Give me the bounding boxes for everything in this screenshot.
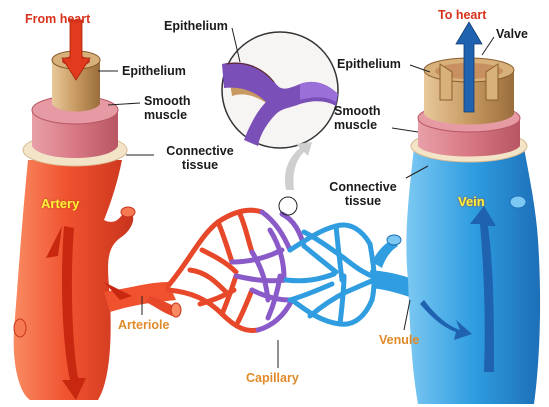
artery-connective-line1: Connective	[166, 144, 233, 158]
artery-label: Artery	[41, 197, 79, 211]
artery-epithelium-label: Epithelium	[122, 64, 186, 78]
arteriole-label: Arteriole	[118, 318, 169, 332]
to-heart-label: To heart	[438, 8, 486, 22]
artery-connective-line2: tissue	[182, 158, 218, 172]
vein-connective-line1: Connective	[329, 180, 396, 194]
vein-label: Vein	[458, 195, 485, 209]
artery-connective-tissue-label: Connective tissue	[158, 144, 242, 172]
valve-label: Valve	[496, 27, 528, 41]
artery-smooth-muscle-line2: muscle	[144, 108, 187, 122]
vein-epithelium-label: Epithelium	[337, 57, 401, 71]
magnify-arrow	[285, 142, 312, 190]
epithelium-zoom-label: Epithelium	[164, 19, 228, 33]
capillary-label: Capillary	[246, 371, 299, 385]
artery-smooth-muscle-label: Smooth muscle	[144, 94, 191, 122]
vein-connective-tissue-label: Connective tissue	[320, 180, 406, 208]
vein-smooth-muscle-label: Smooth muscle	[334, 104, 381, 132]
venule-label: Venule	[379, 333, 419, 347]
vein-smooth-muscle-line1: Smooth	[334, 104, 381, 118]
artery-smooth-muscle-line1: Smooth	[144, 94, 191, 108]
from-heart-label: From heart	[25, 12, 90, 26]
capillary-bed	[168, 197, 374, 330]
vein	[406, 22, 540, 404]
vein-connective-line2: tissue	[345, 194, 381, 208]
epithelium-zoom-inset	[222, 32, 338, 148]
vein-smooth-muscle-line2: muscle	[334, 118, 377, 132]
